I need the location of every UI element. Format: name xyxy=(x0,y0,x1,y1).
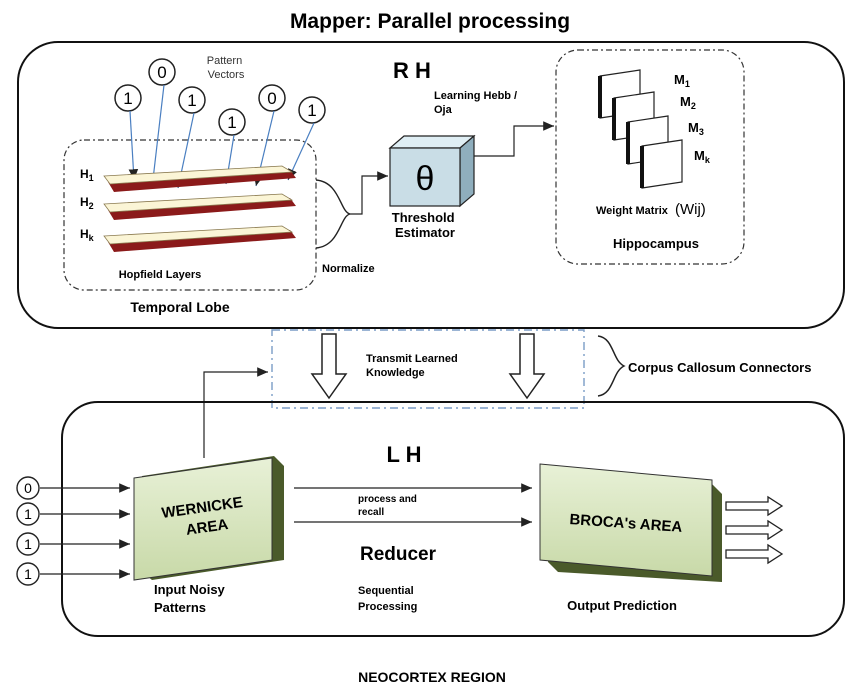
process-recall-label: process and recall xyxy=(358,494,420,518)
input-line2: Patterns xyxy=(154,600,206,615)
hopfield-layer-label: Hk xyxy=(80,227,95,243)
transmit-line2: Knowledge xyxy=(366,367,425,379)
pattern-bit-arrow xyxy=(287,122,315,181)
diagram-title: Mapper: Parallel processing xyxy=(290,10,570,33)
weight-matrix-label: Mk xyxy=(694,148,711,165)
lh-label: L H xyxy=(386,442,421,467)
hopfield-layers-label: Hopfield Layers xyxy=(119,269,202,281)
temporal-lobe-box xyxy=(63,139,317,291)
corpus-callosum-box xyxy=(271,329,585,409)
sequential-label: Sequential Processing xyxy=(358,585,417,613)
threshold-line2: Estimator xyxy=(395,225,455,240)
weight-matrix-label: Weight Matrix (Wij) xyxy=(596,201,706,218)
weight-matrix-symbol: (Wij) xyxy=(675,201,706,218)
temporal-lobe-label: Temporal Lobe xyxy=(130,299,230,315)
process-line1: process and xyxy=(358,494,417,505)
pattern-vector-bits: 1 0 1 1 0 1 xyxy=(114,58,326,136)
transmit-arrow-right xyxy=(508,333,546,400)
normalize-brace xyxy=(315,179,351,249)
corpus-brace xyxy=(597,335,626,397)
threshold-to-hippocampus-arrow xyxy=(474,121,554,157)
input-bits: 0 1 1 1 xyxy=(16,476,130,586)
pattern-bit-circle xyxy=(148,58,176,86)
hippocampus-label: Hippocampus xyxy=(613,236,699,251)
output-arrow xyxy=(725,495,784,517)
pattern-vectors-line2: Vectors xyxy=(208,69,245,81)
corpus-callosum-label: Corpus Callosum Connectors xyxy=(628,360,811,375)
pattern-bit-label: 1 xyxy=(227,113,236,132)
rh-region xyxy=(17,41,845,329)
threshold-estimator-label: Threshold Estimator xyxy=(392,210,458,240)
weight-matrix-label: M1 xyxy=(674,72,690,89)
input-bit-label: 0 xyxy=(24,480,32,496)
input-bit-circle xyxy=(16,532,40,556)
theta-symbol: θ xyxy=(416,160,435,198)
pattern-vectors-label: Pattern Vectors xyxy=(207,55,246,81)
threshold-estimator-cube xyxy=(388,134,476,208)
input-bit-circle xyxy=(16,562,40,586)
threshold-line1: Threshold xyxy=(392,210,455,225)
neocortex-label: NEOCORTEX REGION xyxy=(358,669,506,685)
input-line1: Input Noisy xyxy=(154,582,226,597)
hopfield-layers xyxy=(103,165,296,252)
rh-label: R H xyxy=(393,58,431,83)
pattern-bit-circle xyxy=(298,96,326,124)
input-bit-label: 1 xyxy=(24,536,32,552)
hopfield-layer-edge xyxy=(108,170,296,192)
output-arrows xyxy=(725,495,784,565)
hopfield-layer-edge xyxy=(108,198,296,220)
pattern-bit-label: 0 xyxy=(267,89,276,108)
input-bit-circle xyxy=(16,476,40,500)
pattern-bit-label: 1 xyxy=(123,89,132,108)
input-noisy-label: Input Noisy Patterns xyxy=(154,582,228,615)
pattern-bit-circle xyxy=(218,108,246,136)
hopfield-layer-edge xyxy=(108,230,296,252)
process-line2: recall xyxy=(358,507,384,518)
hopfield-layer xyxy=(103,165,294,185)
hopfield-layer-label: H2 xyxy=(80,195,94,211)
pattern-bit-arrow xyxy=(128,110,139,181)
pattern-bit-label: 1 xyxy=(307,101,316,120)
wernicke-area-box xyxy=(133,456,284,581)
learning-label: Learning Hebb / Oja xyxy=(434,90,520,116)
input-bit-circle xyxy=(16,502,40,526)
transmit-label: Transmit Learned Knowledge xyxy=(366,353,461,379)
weight-matrix-text: Weight Matrix xyxy=(596,205,669,217)
normalize-to-threshold-arrow xyxy=(350,171,388,215)
pattern-bit-arrow xyxy=(148,84,165,189)
pattern-bit-circle xyxy=(258,84,286,112)
sequential-line2: Processing xyxy=(358,601,417,613)
pattern-vectors-line1: Pattern xyxy=(207,55,242,67)
weight-matrix-sheet xyxy=(641,139,683,189)
output-prediction-label: Output Prediction xyxy=(567,598,677,613)
input-bit-label: 1 xyxy=(24,566,32,582)
pattern-bit-label: 0 xyxy=(157,63,166,82)
hopfield-layer-label: H1 xyxy=(80,167,94,183)
learning-line2: Oja xyxy=(434,104,453,116)
output-arrow xyxy=(725,543,784,565)
transmit-arrow-left xyxy=(310,333,348,400)
normalize-label: Normalize xyxy=(322,263,375,275)
hopfield-layer xyxy=(103,225,294,245)
hopfield-layer xyxy=(103,193,294,213)
reducer-label: Reducer xyxy=(360,544,437,565)
wernicke-line2: AREA xyxy=(185,516,230,539)
weight-matrix-label: M2 xyxy=(680,94,696,111)
input-bit-label: 1 xyxy=(24,506,32,522)
weight-matrix-label: M3 xyxy=(688,120,704,137)
pattern-bit-circle xyxy=(178,86,206,114)
feedback-arrow xyxy=(203,367,268,458)
pattern-bit-circle xyxy=(114,84,142,112)
broca-area-box xyxy=(539,463,722,582)
sequential-line1: Sequential xyxy=(358,585,414,597)
hippocampus-box xyxy=(555,49,745,265)
pattern-bit-label: 1 xyxy=(187,91,196,110)
learning-line1: Learning Hebb / xyxy=(434,90,517,102)
lh-region xyxy=(61,401,845,637)
transmit-line1: Transmit Learned xyxy=(366,353,458,365)
output-arrow xyxy=(725,519,784,541)
